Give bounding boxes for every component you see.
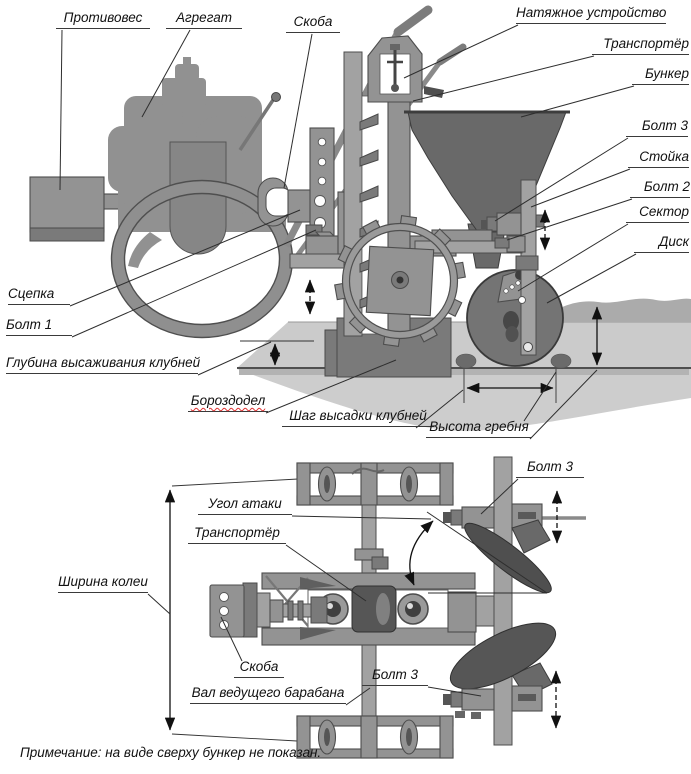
label-planting-step: Шаг высадки клубней: [282, 408, 434, 427]
label-bolt-3-side: Болт 3: [626, 118, 688, 137]
conveyor-cup: [359, 185, 379, 203]
side-view: [29, 5, 691, 432]
side-view-dimensions: [240, 209, 603, 403]
label-track-width: Ширина колеи: [58, 574, 148, 593]
label-planting-depth: Глубина высаживания клубней: [6, 355, 200, 374]
label-tensioning-device: Натяжное устройство: [516, 5, 666, 24]
top-view: [164, 456, 586, 759]
label-bolt-3-top-lower: Болт 3: [362, 667, 428, 686]
cage-wheel-top-upper: [296, 462, 454, 506]
label-bolt-1: Болт 1: [6, 317, 72, 336]
hitch-top-view: [209, 582, 328, 638]
bolt-2-hardware: [494, 235, 526, 253]
disk-top-view: [449, 622, 557, 690]
disk-standard-bar: [493, 456, 513, 746]
covering-disk-assembly: [414, 179, 564, 367]
drive-wheel: [110, 141, 294, 339]
leader-lines: [59, 24, 637, 706]
label-conveyor-side: Транспортёр: [592, 36, 689, 55]
upper-disk-assembly: [404, 490, 586, 594]
label-bolt-2: Болт 2: [630, 179, 690, 198]
label-attack-angle: Угол атаки: [198, 496, 292, 515]
label-drive-drum-shaft: Вал ведущего барабана: [190, 685, 346, 704]
label-ridge-height: Высота гребня: [426, 419, 532, 438]
label-bolt-3-top-upper: Болт 3: [516, 459, 584, 478]
label-power-unit: Агрегат: [166, 10, 242, 29]
note-text: Примечание: на виде сверху бункер не пок…: [20, 745, 322, 760]
label-hopper: Бункер: [632, 66, 689, 85]
cage-wheel-top-lower: [296, 715, 454, 759]
label-counterweight: Противовес: [56, 10, 150, 29]
label-sector: Сектор: [626, 204, 689, 223]
tuber: [455, 353, 477, 369]
attack-angle-arc: [404, 520, 434, 586]
tensioning-device: [387, 44, 403, 92]
track-width-dimension: [164, 478, 299, 742]
conveyor-cup: [359, 149, 379, 167]
label-clamp-side: Скоба: [286, 14, 340, 33]
label-furrow-opener: Бороздодел: [188, 393, 268, 412]
label-stand: Стойка: [628, 149, 689, 168]
cage-wheel-side: [334, 214, 466, 348]
disk-top-view: [464, 522, 552, 594]
tuber: [550, 353, 572, 369]
bolt-3-hardware-top: [443, 506, 495, 529]
throttle-lever: [238, 99, 275, 151]
lower-disk-assembly: [443, 622, 562, 729]
label-conveyor-top: Транспортёр: [188, 525, 286, 544]
label-clamp-top-view: Скоба: [234, 659, 284, 678]
label-hitch: Сцепка: [8, 286, 70, 305]
bolt-1-hardware: [305, 224, 323, 236]
label-disk: Диск: [634, 234, 689, 253]
conveyor-cup: [359, 113, 379, 131]
